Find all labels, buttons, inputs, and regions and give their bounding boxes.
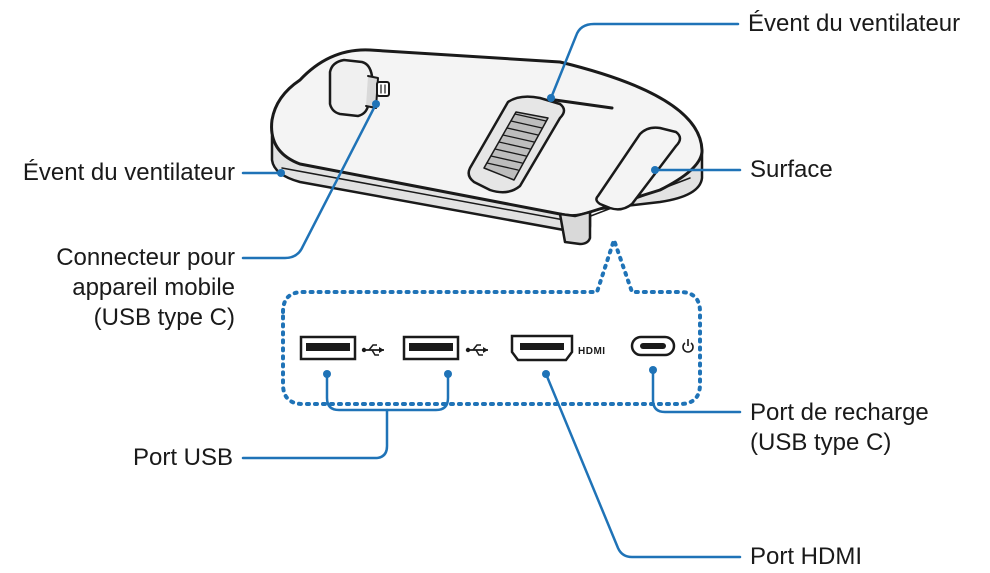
usb-port-1: [299, 335, 357, 361]
label-hdmi-port: Port HDMI: [750, 543, 863, 570]
label-charging-port-line-2: (USB type C): [750, 429, 892, 456]
usb-trident-icon: [465, 344, 488, 356]
leader-mobile-connector: [241, 102, 378, 260]
leader-fan-vent-top: [549, 22, 740, 100]
device-top-slot: [553, 98, 614, 110]
fan-vent-center: [467, 95, 566, 194]
usb-c-charging-port: [630, 335, 676, 357]
surface-groove: [595, 126, 682, 211]
leader-hdmi-port: [544, 372, 742, 559]
hdmi-port: [510, 334, 574, 362]
label-usb-port: Port USB: [132, 444, 233, 471]
label-mobile-connector: Connecteur pour appareil mobile (USB typ…: [56, 243, 235, 333]
hdmi-logo-mark: HDMI: [578, 346, 606, 357]
label-fan-vent-top: Évent du ventilateur: [748, 10, 961, 37]
label-mobile-connector-line-2: appareil mobile: [72, 274, 235, 301]
leader-lines: [241, 22, 742, 559]
dex-pad-device: [270, 48, 704, 246]
mobile-connector-block: [328, 58, 390, 118]
port-panel-callout: [281, 233, 702, 406]
label-mobile-connector-line-3: (USB type C): [93, 304, 235, 331]
power-icon: [682, 339, 694, 353]
usb-trident-icon: [361, 344, 384, 356]
label-fan-vent-left: Évent du ventilateur: [22, 159, 235, 186]
usb-port-2: [402, 335, 460, 361]
label-charging-port-line-1: Port de recharge: [750, 399, 929, 426]
label-surface: Surface: [750, 156, 833, 183]
leader-charging-port: [651, 368, 742, 414]
label-mobile-connector-line-1: Connecteur pour: [56, 244, 235, 271]
label-charging-port: Port de recharge (USB type C): [750, 398, 929, 458]
device-front-lip: [558, 210, 592, 246]
